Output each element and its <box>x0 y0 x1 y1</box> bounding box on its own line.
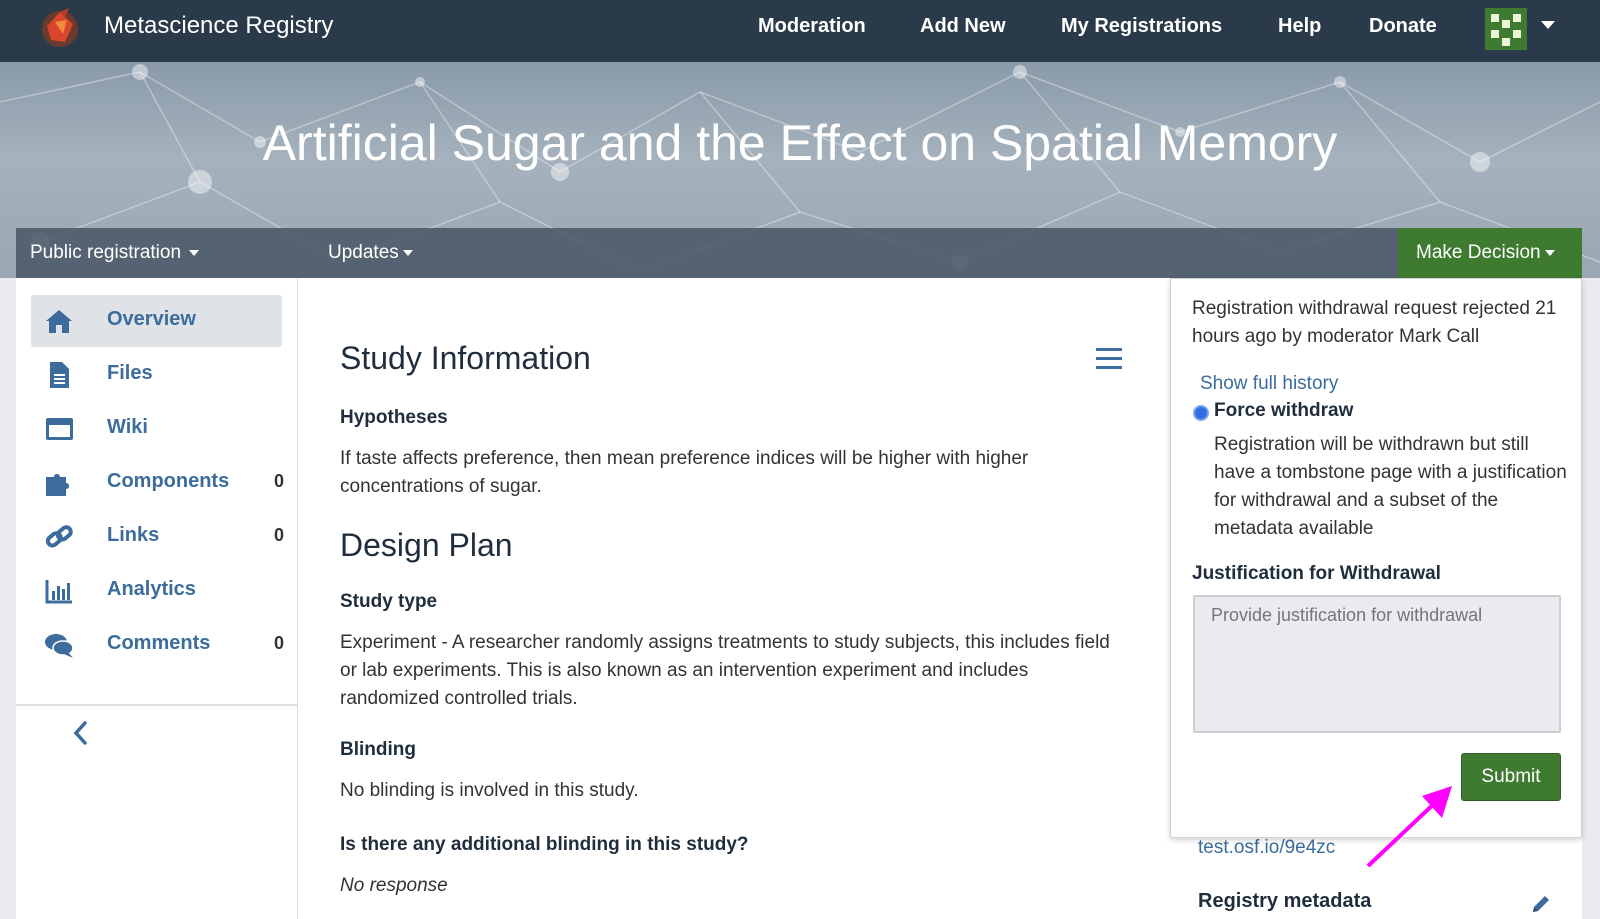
edit-pencil-icon[interactable] <box>1530 893 1552 915</box>
nav-my-registrations[interactable]: My Registrations <box>1061 15 1223 37</box>
annotation-arrow-icon <box>1366 786 1452 868</box>
page-title: Artificial Sugar and the Effect on Spati… <box>262 115 1338 171</box>
home-icon <box>46 310 72 333</box>
section-title-study-information: Study Information <box>340 340 591 376</box>
blinding-label: Blinding <box>340 739 416 760</box>
sidebar-item-label: Analytics <box>107 578 196 600</box>
links-count: 0 <box>274 525 285 545</box>
study-type-text: Experiment - A researcher randomly assig… <box>340 632 1110 709</box>
brand-name[interactable]: Metascience Registry <box>104 12 334 39</box>
user-avatar[interactable] <box>1485 8 1527 50</box>
force-withdraw-label[interactable]: Force withdraw <box>1214 400 1354 421</box>
sidebar-item-links[interactable]: Links 0 <box>31 511 285 563</box>
updates-label: Updates <box>328 242 399 263</box>
sidebar-item-label: Overview <box>107 308 196 330</box>
sidebar-item-label: Links <box>107 524 160 546</box>
top-navbar: Metascience Registry Moderation Add New … <box>0 0 1600 62</box>
withdrawal-status-text: Registration withdrawal request rejected… <box>1192 298 1557 347</box>
updates-dropdown[interactable]: Updates <box>328 242 413 264</box>
force-withdraw-description: Registration will be withdrawn but still… <box>1214 434 1567 539</box>
sidebar-item-components[interactable]: Components 0 <box>31 457 285 509</box>
nav-help[interactable]: Help <box>1278 15 1322 37</box>
make-decision-popover: Registration withdrawal request rejected… <box>1170 278 1582 838</box>
blinding-text: No blinding is involved in this study. <box>340 780 639 801</box>
nav-donate[interactable]: Donate <box>1369 15 1437 37</box>
comments-icon <box>45 634 74 658</box>
caret-down-icon <box>189 249 200 256</box>
wiki-icon <box>46 418 73 440</box>
sidebar-divider <box>16 704 298 706</box>
puzzle-icon <box>46 474 69 496</box>
section-title-design-plan: Design Plan <box>340 527 513 563</box>
sidebar-item-files[interactable]: Files <box>31 349 282 401</box>
nav-add-new[interactable]: Add New <box>920 15 1006 37</box>
hypotheses-text: If taste affects preference, then mean p… <box>340 448 1029 497</box>
brand-logo-icon[interactable] <box>35 4 85 50</box>
sidebar-item-label: Files <box>107 362 153 384</box>
sidebar-item-label: Comments <box>107 632 211 654</box>
sidebar-item-wiki[interactable]: Wiki <box>31 403 282 455</box>
link-icon <box>45 525 73 548</box>
force-withdraw-radio[interactable] <box>1193 405 1209 421</box>
file-icon <box>50 362 69 388</box>
additional-blinding-text: No response <box>340 875 448 896</box>
sidebar-item-overview[interactable]: Overview <box>31 295 282 347</box>
sidebar-item-label: Wiki <box>107 416 148 438</box>
project-sidebar: Overview Files Wiki Components 0 Links 0… <box>16 278 298 919</box>
show-full-history-link[interactable]: Show full history <box>1200 373 1339 394</box>
additional-blinding-label: Is there any additional blinding in this… <box>340 834 749 855</box>
justification-textarea[interactable] <box>1193 595 1561 733</box>
bar-chart-icon <box>45 580 72 604</box>
make-decision-button[interactable]: Make Decision <box>1398 228 1582 278</box>
project-toolbar: Public registration Updates <box>16 228 1582 278</box>
components-count: 0 <box>274 471 285 491</box>
main-content: Study Information Hypotheses If taste af… <box>298 278 1170 919</box>
justification-label: Justification for Withdrawal <box>1192 563 1441 584</box>
sidebar-item-label: Components <box>107 470 230 492</box>
sidebar-item-analytics[interactable]: Analytics <box>31 565 282 617</box>
outline-menu-icon[interactable] <box>1096 348 1122 370</box>
user-menu-caret-icon[interactable] <box>1541 21 1555 29</box>
study-type-label: Study type <box>340 591 438 612</box>
caret-down-icon <box>1544 249 1555 256</box>
registry-metadata-title: Registry metadata <box>1198 890 1372 912</box>
visibility-label: Public registration <box>30 242 182 263</box>
make-decision-label: Make Decision <box>1416 242 1541 263</box>
comments-count: 0 <box>274 633 285 653</box>
nav-moderation[interactable]: Moderation <box>758 15 866 37</box>
sidebar-item-comments[interactable]: Comments 0 <box>31 619 285 671</box>
doi-link[interactable]: test.osf.io/9e4zc <box>1198 837 1336 858</box>
collapse-sidebar-chevron-left-icon[interactable] <box>66 718 96 748</box>
submit-button[interactable]: Submit <box>1461 753 1561 801</box>
caret-down-icon <box>402 249 413 256</box>
visibility-dropdown[interactable]: Public registration <box>30 242 200 264</box>
hypotheses-label: Hypotheses <box>340 407 448 428</box>
